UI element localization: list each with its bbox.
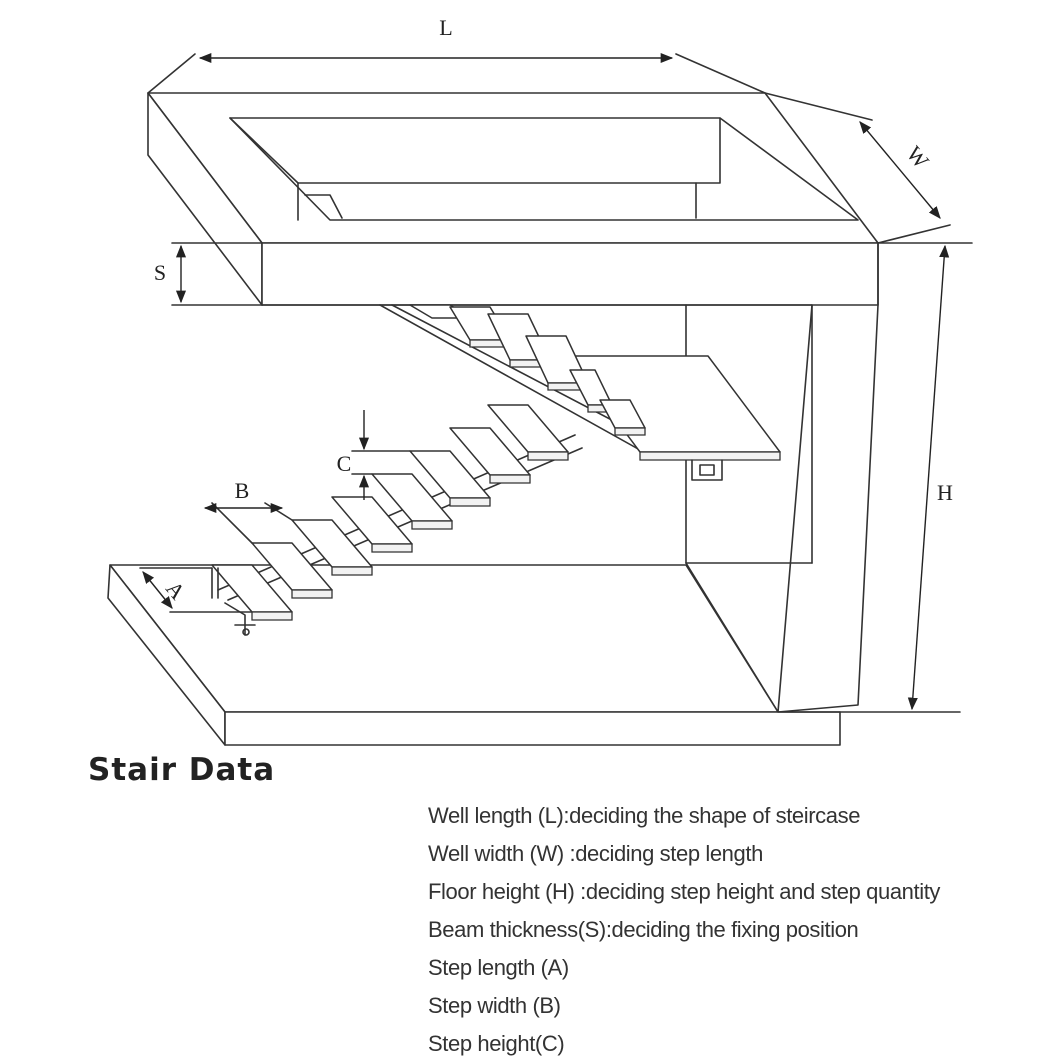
spec-well-width: Well width (W) :deciding step length xyxy=(428,841,763,866)
stair-base-support xyxy=(211,567,256,636)
dimension-label-h: H xyxy=(937,480,953,505)
dimension-label-l: L xyxy=(439,15,452,40)
dimension-label-w: W xyxy=(901,141,934,173)
upper-flight-steps xyxy=(409,304,646,436)
dimension-label-c: C xyxy=(337,451,352,476)
dimension-l: L xyxy=(147,15,766,94)
spec-step-length: Step length (A) xyxy=(428,955,569,980)
lower-flight-steps xyxy=(211,404,569,621)
spec-beam-thickness: Beam thickness(S):deciding the fixing po… xyxy=(428,917,859,942)
stair-landing xyxy=(567,355,781,481)
spec-well-length: Well length (L):deciding the shape of st… xyxy=(428,803,861,828)
spec-step-width: Step width (B) xyxy=(428,993,561,1018)
dimension-h: H xyxy=(839,242,973,713)
dimension-label-s: S xyxy=(154,260,166,285)
spec-list: Well length (L):deciding the shape of st… xyxy=(428,797,940,1063)
stair-data-title: Stair Data xyxy=(88,752,276,788)
spec-floor-height: Floor height (H) :deciding step height a… xyxy=(428,879,941,904)
dimension-b: B xyxy=(203,478,293,544)
upper-floor-slab xyxy=(147,92,879,306)
staircase-diagram: L W S H A B C xyxy=(107,15,973,746)
dimension-s: S xyxy=(154,242,263,306)
dimension-c: C xyxy=(337,410,411,500)
spec-step-height: Step height(C) xyxy=(428,1031,565,1056)
dimension-label-b: B xyxy=(235,478,250,503)
